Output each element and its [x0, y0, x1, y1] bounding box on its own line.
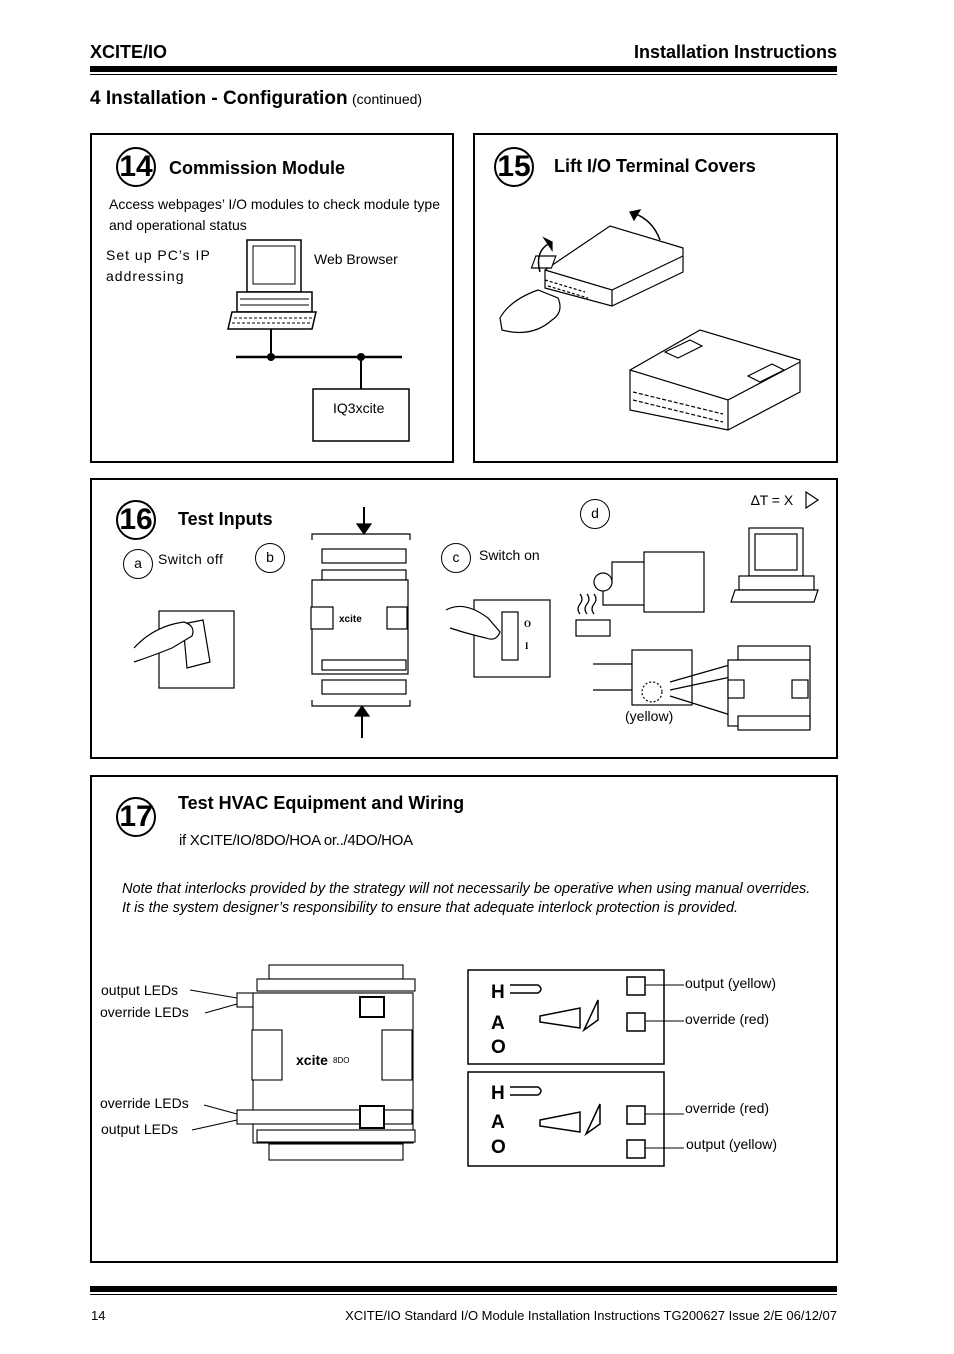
switch-off-mark: O: [524, 619, 532, 629]
step-17-panel: [90, 775, 838, 1263]
step-17-module-model: 8DO: [333, 1056, 350, 1065]
step-14-controller-label: IQ3xcite: [333, 400, 385, 416]
sensor-test-diagram: [575, 490, 820, 731]
step-16-yellow-label: (yellow): [625, 708, 674, 724]
wall-switch-on: [445, 599, 551, 678]
step-16-number: 16: [116, 500, 156, 540]
header-rule: [90, 66, 837, 72]
step-17-title: Test HVAC Equipment and Wiring: [178, 793, 465, 813]
step-17-note: Note that interlocks provided by the str…: [122, 881, 811, 916]
hao-top-a: A: [491, 1013, 505, 1034]
step-16-title: Test Inputs: [178, 509, 273, 529]
step-15-title: Lift I/O Terminal Covers: [554, 156, 756, 176]
footer-page-number: 14: [91, 1308, 106, 1323]
hoa-switch-icon: [539, 1007, 581, 1029]
switch-on-mark: I: [525, 641, 529, 651]
step-15-number: 15: [494, 147, 534, 187]
footer-rule-thin: [90, 1294, 837, 1295]
hao-bottom-upper-label: override (red): [685, 1100, 770, 1116]
step-16-delta-label: ∆T = X: [751, 492, 794, 508]
hand-icon: [499, 289, 561, 333]
hao-top-h: H: [491, 982, 505, 1003]
hand-pointer-icon: [510, 1086, 542, 1096]
step-16-module-brand: xcite: [339, 614, 362, 625]
step-15-panel: [473, 133, 838, 463]
hao-bottom-lower-label: output (yellow): [686, 1136, 778, 1152]
section-title: 4 Installation - Configuration: [90, 88, 348, 109]
header-rule-thin: [90, 74, 837, 75]
step-17-number: 17: [116, 797, 156, 837]
top-override-leds-label: override LEDs: [100, 1004, 189, 1020]
hao-bottom-panel: [467, 1071, 684, 1167]
module-cover-open: [544, 225, 684, 307]
wall-switch-off: [133, 610, 235, 689]
step-14-number: 14: [116, 147, 156, 187]
step-14-panel: [90, 133, 454, 463]
step-14-title: Commission Module: [169, 158, 346, 178]
step-16-a-label: Switch off: [158, 551, 224, 567]
step-14-browser-label: Web Browser: [314, 251, 398, 267]
bottom-output-leds-label: output LEDs: [101, 1121, 179, 1137]
speaker-icon: [805, 490, 820, 510]
section-continued: (continued): [352, 91, 423, 107]
step-16-c-marker: c: [441, 543, 471, 573]
header-product: XCITE/IO: [90, 42, 168, 62]
step-16-module: [310, 507, 411, 738]
footer-rule: [90, 1286, 837, 1292]
hao-bottom-h: H: [491, 1083, 505, 1104]
hao-top-o: O: [491, 1037, 506, 1058]
step-17-module-brand: xcite: [296, 1052, 328, 1068]
step-14-pc-label: Set up PC’s IP addressing: [106, 247, 211, 284]
footer-document: XCITE/IO Standard I/O Module Installatio…: [345, 1308, 837, 1323]
step-17-condition: if XCITE/IO/8DO/HOA or../4DO/HOA: [179, 832, 413, 849]
bottom-override-leds-label: override LEDs: [100, 1095, 189, 1111]
step-16-b-marker: b: [255, 543, 285, 573]
step-14-description: Access webpages’ I/O modules to check mo…: [109, 196, 440, 233]
hao-top-panel: [467, 969, 684, 1065]
hao-top-upper-label: output (yellow): [685, 975, 777, 991]
hao-top-lower-label: override (red): [685, 1011, 770, 1027]
hao-bottom-o: O: [491, 1137, 506, 1158]
step-16-a-marker: a: [123, 549, 153, 579]
pc-icon: [227, 239, 317, 330]
step-16-d-marker: d: [580, 499, 610, 529]
header-doc-type: Installation Instructions: [633, 42, 837, 62]
hoa-switch-icon: [539, 1111, 581, 1133]
hao-bottom-a: A: [491, 1112, 505, 1133]
step-16-panel: [90, 478, 838, 759]
hand-pointer-icon: [510, 984, 542, 994]
top-output-leds-label: output LEDs: [101, 982, 179, 998]
section-heading: 4 Installation - Configuration (continue…: [90, 88, 422, 110]
step-16-c-label: Switch on: [479, 547, 540, 563]
